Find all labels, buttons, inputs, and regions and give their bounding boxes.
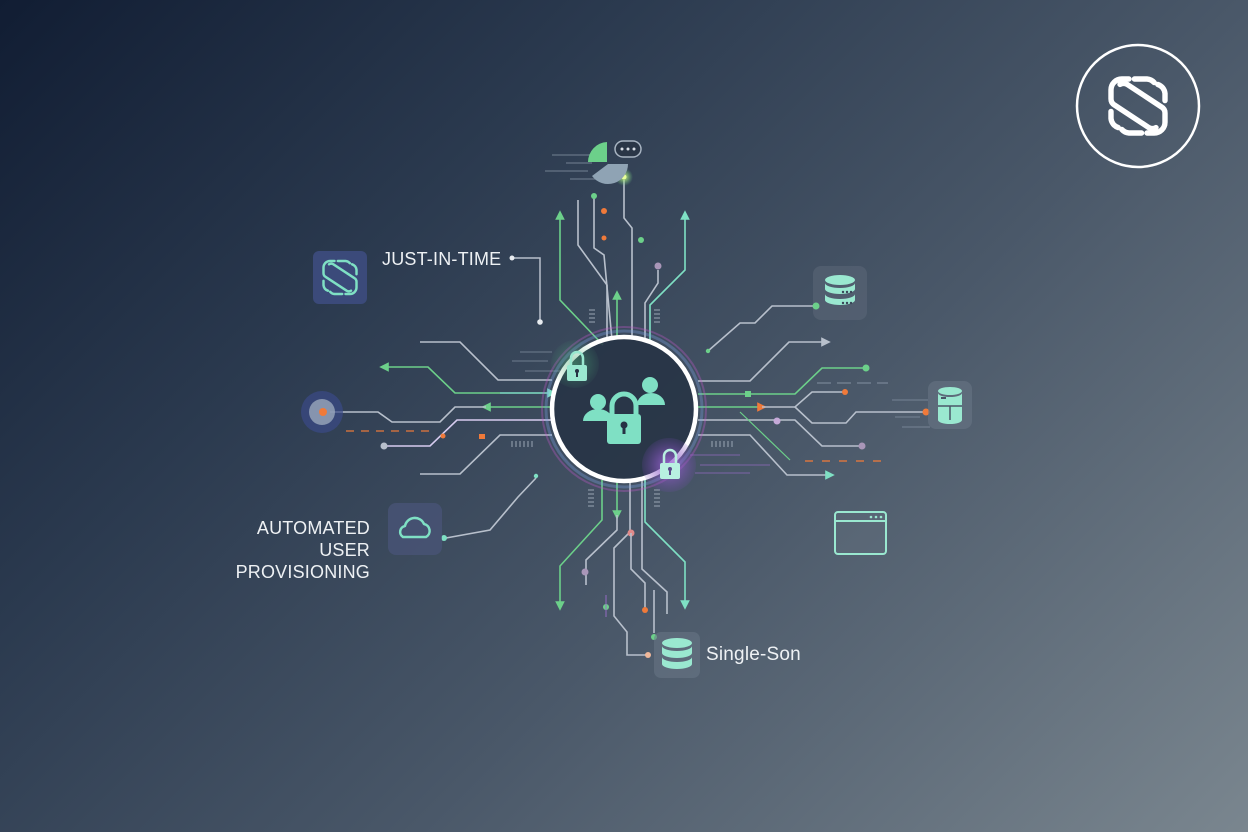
interlocking-s-logo (322, 259, 358, 296)
jit-connector (509, 255, 543, 325)
right-branch-lines (690, 305, 930, 480)
brand-logo (1075, 43, 1201, 169)
bottom-branch-lines (555, 309, 690, 658)
single-sign-on-label: Single-Son (706, 644, 801, 665)
left-branch-lines (330, 341, 560, 541)
automated-provisioning-line-2: USER (319, 540, 370, 560)
automated-provisioning-label: AUTOMATED USER PROVISIONING (230, 517, 370, 583)
pie-chart-chat-icon (588, 140, 642, 184)
automated-provisioning-line-1: AUTOMATED (256, 518, 370, 538)
center-hub (541, 326, 707, 492)
database-server-icon (812, 266, 867, 320)
just-in-time-label: JUST-IN-TIME (382, 249, 502, 269)
target-node-icon (301, 391, 343, 433)
lock-icon (660, 448, 680, 479)
interlocking-s-logo (1108, 76, 1168, 136)
lock-icon (567, 350, 587, 381)
users-lock-icon (583, 377, 665, 444)
cloud-icon (388, 503, 442, 555)
database-icon (928, 381, 972, 429)
database-icon (654, 632, 700, 678)
top-branch-lines (545, 154, 690, 346)
automated-provisioning-line-3: PROVISIONING (235, 562, 370, 582)
jit-logo-tile (313, 251, 367, 304)
browser-window-icon (834, 511, 887, 555)
